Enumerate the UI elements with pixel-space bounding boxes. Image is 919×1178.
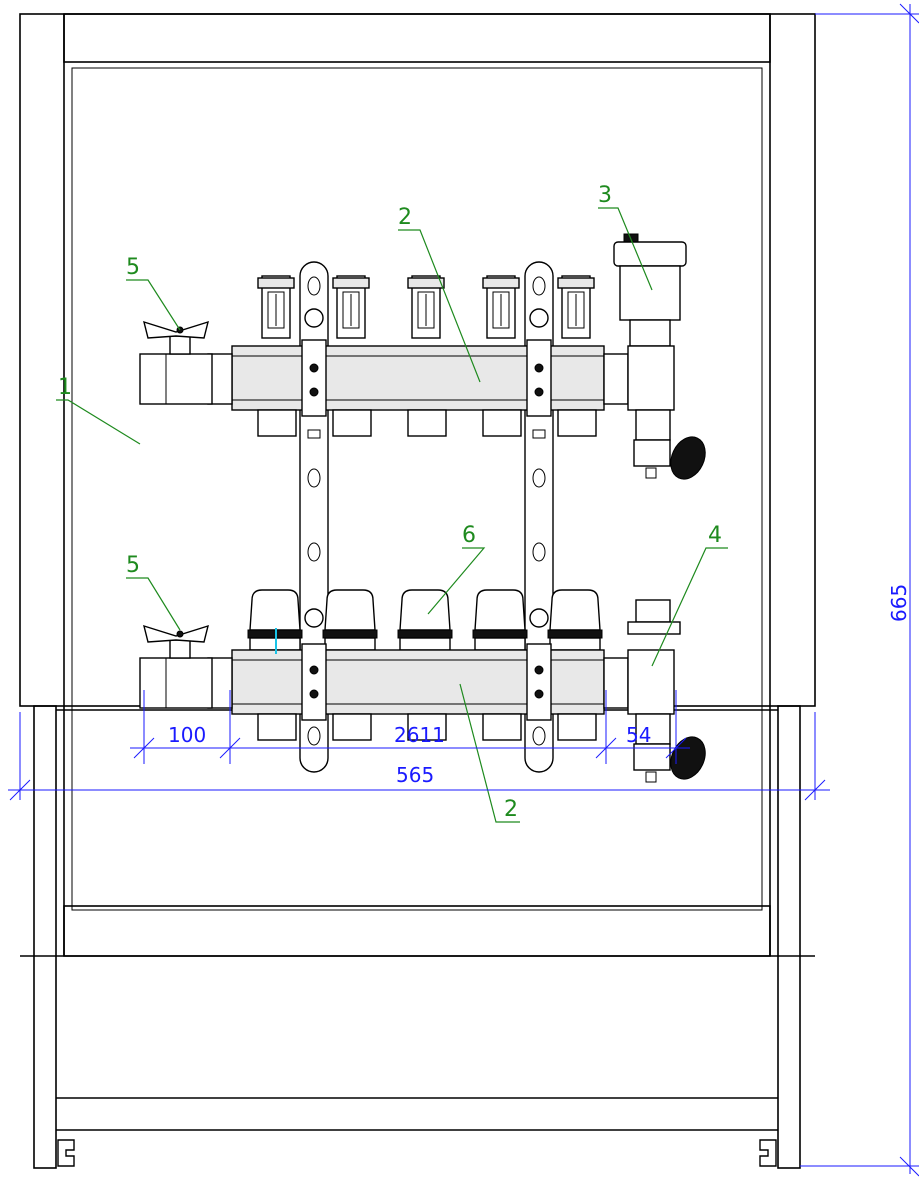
callout-3: 3	[598, 183, 653, 291]
ball-valve-top	[139, 320, 213, 405]
dim-665: 665	[887, 584, 911, 622]
dim-565: 565	[396, 763, 434, 787]
right-foot	[759, 1139, 777, 1167]
callout-3-label: 3	[598, 183, 612, 208]
valve-cap	[547, 589, 603, 651]
callout-6: 6	[427, 523, 486, 615]
callout-6-label: 6	[462, 523, 476, 548]
callout-1-label: 1	[58, 375, 72, 400]
callout-5-top-label: 5	[126, 255, 140, 280]
dim-54: 54	[626, 723, 651, 747]
outlets	[257, 409, 597, 437]
callout-2-bottom: 2	[459, 683, 520, 823]
valve-cap	[397, 589, 453, 651]
dimensions: 100 2611 54 565 665	[8, 3, 919, 1177]
top-manifold	[207, 275, 629, 439]
callouts: 1 2 3 5 6 4 5 2	[56, 183, 728, 823]
valve-cap	[322, 589, 378, 651]
left-foot	[57, 1139, 75, 1167]
callout-4-label: 4	[708, 523, 722, 548]
dim-2611: 2611	[394, 723, 445, 747]
flow-meters	[257, 275, 595, 339]
air-vent	[613, 233, 687, 347]
callout-2-top: 2	[398, 205, 481, 383]
dim-100: 100	[168, 723, 206, 747]
callout-5-bottom: 5	[126, 553, 181, 631]
bottom-end-fitting	[627, 599, 706, 783]
outlets	[257, 713, 597, 741]
callout-5-top: 5	[126, 255, 181, 331]
flow-meter	[407, 275, 445, 339]
callout-2-bottom-label: 2	[504, 797, 518, 822]
callout-2-top-label: 2	[398, 205, 412, 230]
top-end-fitting	[627, 345, 706, 480]
callout-5-bottom-label: 5	[126, 553, 140, 578]
cabinet-frame	[19, 13, 816, 957]
callout-4: 4	[651, 523, 728, 667]
flow-meter	[332, 275, 370, 339]
bottom-manifold	[207, 589, 629, 741]
flow-meter	[557, 275, 595, 339]
ball-valve-bottom	[139, 624, 213, 709]
flow-meter	[257, 275, 295, 339]
flow-meter	[482, 275, 520, 339]
callout-1: 1	[56, 375, 141, 445]
valve-cap	[472, 589, 528, 651]
